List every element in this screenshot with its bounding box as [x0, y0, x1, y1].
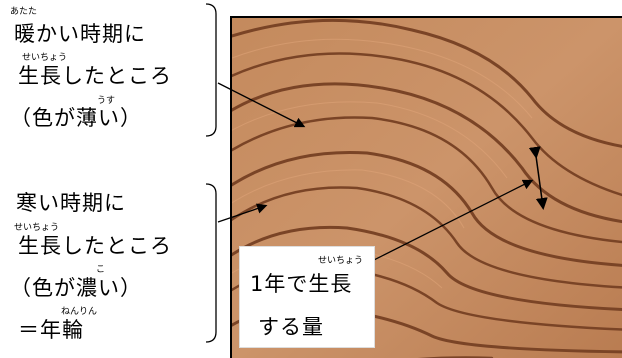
tree-ring-photo — [230, 16, 622, 358]
ruby-seichou-cold: せいちょう — [14, 223, 60, 233]
ruby-usu: うす — [97, 96, 116, 106]
cold-period-line-1: 寒い時期に — [16, 191, 126, 215]
callout-pointer-arrow — [357, 179, 534, 269]
cold-period-line-2: 生長したところ — [18, 234, 172, 258]
cold-bracket — [205, 183, 217, 343]
warm-period-line-1: 暖かい時期に — [14, 22, 146, 46]
warm-bracket — [205, 3, 217, 137]
ruby-nenrin: ねんりん — [61, 307, 98, 317]
callout-line-1: 1年で生長 — [250, 272, 353, 296]
cold-period-line-3: （色が濃い） — [10, 276, 142, 300]
ruby-ko: こ — [96, 265, 106, 275]
warm-period-line-2: 生長したところ — [18, 64, 172, 88]
warm-pointer-arrow — [217, 82, 306, 128]
ring-width-arrow — [528, 146, 548, 210]
tree-rings-illustration — [232, 18, 622, 358]
cold-pointer-arrow — [217, 203, 268, 223]
cold-period-line-4: ＝年輪 — [18, 318, 84, 342]
warm-period-line-3: （色が薄い） — [10, 106, 142, 130]
callout-line-2: する量 — [258, 315, 324, 339]
ruby-seichou-warm: せいちょう — [22, 53, 68, 63]
annual-growth-callout: せいちょう 1年で生長 する量 — [239, 246, 375, 348]
ruby-atata: あたた — [10, 7, 38, 17]
ruby-seichou-callout: せいちょう — [318, 256, 364, 266]
